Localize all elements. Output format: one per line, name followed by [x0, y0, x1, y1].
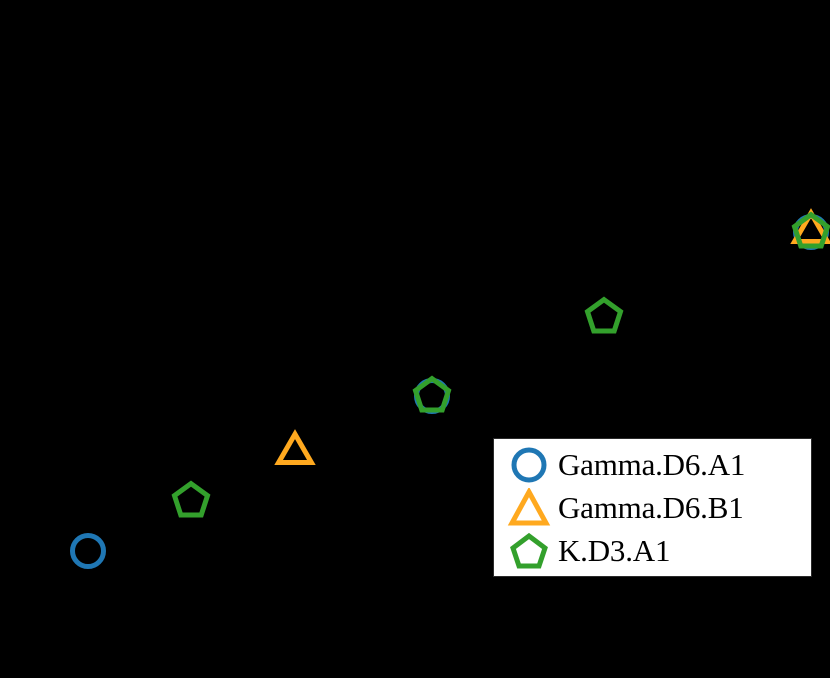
legend-entry-gamma-d6-b1[interactable]: Gamma.D6.B1: [500, 486, 801, 529]
data-point[interactable]: [274, 429, 316, 465]
series-k-d3-a1: [171, 211, 830, 518]
triangle-icon: [500, 487, 558, 529]
data-point[interactable]: [790, 208, 830, 244]
circle-icon: [500, 444, 558, 486]
legend-entry-k-d3-a1[interactable]: K.D3.A1: [500, 529, 801, 572]
series-gamma-d6-b1: [274, 208, 830, 465]
legend-entry-gamma-d6-a1[interactable]: Gamma.D6.A1: [500, 443, 801, 486]
data-point[interactable]: [70, 533, 106, 569]
legend-label-gamma-d6-a1: Gamma.D6.A1: [558, 447, 746, 482]
legend: Gamma.D6.A1 Gamma.D6.B1 K.D3.A1: [493, 438, 812, 577]
data-point[interactable]: [584, 296, 624, 334]
legend-label-gamma-d6-b1: Gamma.D6.B1: [558, 490, 744, 525]
data-point[interactable]: [412, 375, 452, 413]
data-point[interactable]: [791, 211, 830, 249]
legend-label-k-d3-a1: K.D3.A1: [558, 533, 671, 568]
data-point-layer: [70, 208, 830, 569]
data-point[interactable]: [171, 480, 211, 518]
pentagon-icon: [500, 530, 558, 572]
